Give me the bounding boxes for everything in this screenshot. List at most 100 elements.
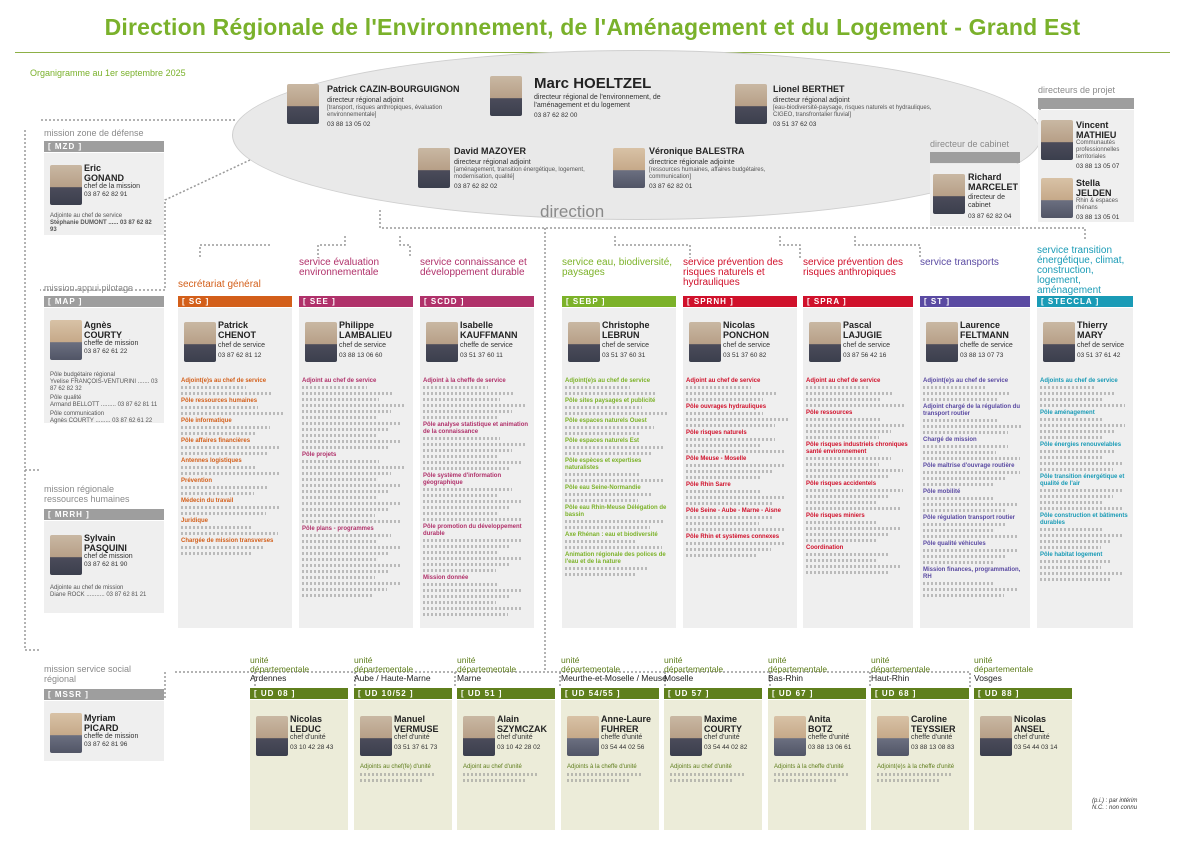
service-head-last: LAJUGIE: [843, 330, 883, 340]
staff-line: [565, 392, 655, 395]
service-section-title: Pôle risques industriels chroniques sant…: [806, 442, 908, 455]
service-head-photo: [689, 322, 721, 362]
ud-tag: [ UD 67 ]: [768, 688, 866, 699]
ud-tel: 03 54 44 03 14: [1014, 744, 1058, 751]
staff-line: [181, 552, 253, 555]
service-head-tel: 03 51 37 60 11: [460, 352, 503, 359]
service-title: service connaissance et développement du…: [420, 257, 527, 278]
staff-line: [423, 416, 499, 419]
deputy-scope: [eau-biodiversité-paysage, risques natur…: [773, 105, 932, 118]
cabinet-role: directeur de cabinet: [968, 194, 1005, 209]
mission-last: PICARD: [84, 723, 119, 733]
mission-extra: Diane ROCK ........... 03 87 62 81 21: [50, 592, 147, 598]
service-section-title: Pôle ressources humaines: [181, 398, 258, 404]
service-head-tel: 03 88 13 06 60: [339, 352, 383, 359]
service-section-title: Pôle espaces naturels Ouest: [565, 418, 647, 424]
mission-last: PASQUINI: [84, 543, 127, 553]
service-head-first: Patrick: [218, 320, 249, 330]
service-head-role: chef de service: [218, 342, 266, 349]
staff-line: [806, 386, 869, 389]
staff-line: [423, 398, 500, 401]
ud-role: chef d'unité: [394, 734, 430, 741]
service-tag: [ ST ]: [920, 296, 1030, 307]
deputy-tel: 03 88 13 05 02: [327, 121, 371, 128]
mission-extra: Adjointe au chef de mission: [50, 585, 124, 591]
staff-line: [686, 438, 775, 441]
staff-line: [806, 430, 892, 433]
service-section-title: Mission finances, programmation, RH: [923, 567, 1021, 580]
deputy-photo: [735, 84, 767, 124]
staff-line: [1040, 404, 1125, 407]
staff-line: [877, 779, 939, 782]
staff-line: [806, 507, 902, 510]
staff-line: [302, 428, 390, 431]
staff-line: [181, 472, 281, 475]
service-section-title: Adjoint au chef de service: [806, 378, 881, 384]
ud-tag: [ UD 57 ]: [664, 688, 762, 699]
ud-dept: Bas-Rhin: [768, 673, 803, 683]
ud-extra: Adjoints au chef d'unité: [670, 764, 732, 770]
staff-line: [806, 392, 893, 395]
staff-line: [565, 446, 666, 449]
ud-dept: Haut-Rhin: [871, 673, 910, 683]
staff-line: [423, 518, 523, 521]
staff-line: [423, 545, 511, 548]
ud-photo: [567, 716, 599, 756]
staff-line: [1040, 501, 1103, 504]
staff-line: [423, 595, 510, 598]
service-head-role: chef de service: [843, 342, 891, 349]
project-photo-1: [1041, 120, 1073, 160]
staff-line: [565, 546, 663, 549]
staff-line: [1040, 450, 1114, 453]
mission-role: cheffe de mission: [84, 733, 139, 740]
service-head-role: chef de service: [1077, 342, 1125, 349]
staff-line: [686, 528, 785, 531]
staff-line: [806, 565, 901, 568]
staff-line: [423, 551, 498, 554]
service-title: service eau, biodiversité, paysages: [562, 257, 673, 278]
ud-last: VERMUSE: [394, 724, 439, 734]
service-title: service transition énergétique, climat, …: [1037, 245, 1125, 296]
ud-tel: 03 54 44 02 82: [704, 744, 748, 751]
ud-prefix: unité départementale: [664, 655, 724, 674]
ud-first: Alain: [497, 714, 520, 724]
staff-line: [1040, 495, 1113, 498]
staff-line: [181, 526, 254, 529]
ud-first: Maxime: [704, 714, 738, 724]
staff-line: [302, 546, 403, 549]
staff-line: [423, 557, 523, 560]
staff-line: [423, 500, 524, 503]
service-head-first: Philippe: [339, 320, 375, 330]
service-head-first: Nicolas: [723, 320, 756, 330]
staff-line: [806, 495, 891, 498]
service-section-title: Adjoint au chef de service: [686, 378, 761, 384]
mission-first: Sylvain: [84, 533, 116, 543]
deputy-photo: [613, 148, 645, 188]
staff-line: [302, 398, 379, 401]
mission-tel: 03 87 62 81 96: [84, 741, 128, 748]
service-head-role: cheffe de service: [960, 342, 1013, 349]
service-section-title: Pôle informatique: [181, 418, 232, 424]
ud-last: SZYMCZAK: [497, 724, 547, 734]
staff-line: [686, 516, 773, 519]
staff-line: [302, 514, 376, 517]
staff-line: [806, 463, 879, 466]
staff-line: [1040, 436, 1103, 439]
ud-last: COURTY: [704, 724, 742, 734]
deputy-name: Véronique BALESTRA: [649, 146, 745, 156]
staff-line: [923, 392, 1010, 395]
staff-line: [565, 406, 642, 409]
ud-last: ANSEL: [1014, 724, 1045, 734]
staff-line: [463, 779, 525, 782]
cabinet-box: Richard MARCELET directeur de cabinet 03…: [930, 164, 1020, 226]
service-section-title: Pôle promotion du développement durable: [423, 524, 522, 537]
staff-line: [423, 583, 498, 586]
staff-line: [302, 496, 377, 499]
cabinet-first: Richard: [968, 172, 1002, 182]
service-head-tel: 03 88 13 07 73: [960, 352, 1004, 359]
service-section-title: Pôle qualité véhicules: [923, 541, 986, 547]
ud-role: chef d'unité: [704, 734, 740, 741]
